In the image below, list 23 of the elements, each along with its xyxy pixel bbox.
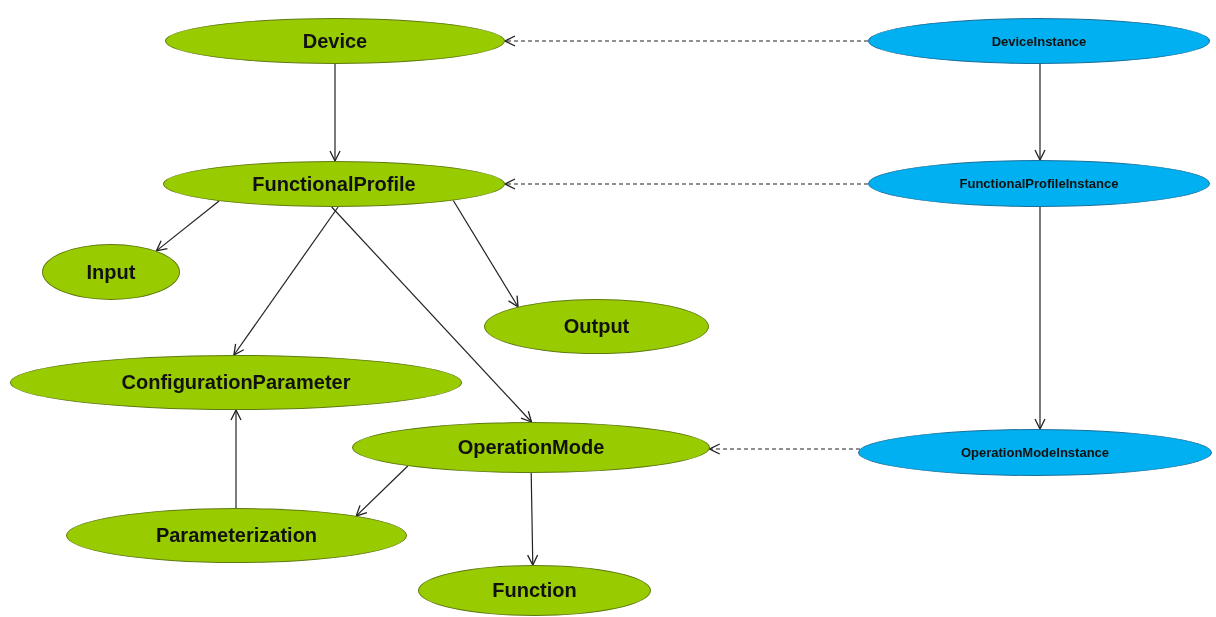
node-label: Parameterization (155, 524, 318, 547)
node-label: Output (563, 315, 630, 338)
node-label: Device (302, 29, 368, 53)
arrow (230, 409, 242, 509)
arrow (329, 63, 341, 162)
arrow (331, 206, 533, 423)
node-label: OperationModeInstance (960, 445, 1110, 460)
arrow (1034, 206, 1046, 430)
node-label: Input (86, 260, 136, 284)
node-label: OperationMode (457, 436, 605, 459)
arrow (527, 472, 539, 566)
arrow (1034, 63, 1046, 161)
node-label: FunctionalProfile (252, 172, 416, 196)
node-label: DeviceInstance (991, 33, 1087, 49)
node-label: Function (492, 579, 577, 602)
dashed-arrow (504, 35, 869, 47)
arrow (233, 206, 339, 356)
arrow (155, 200, 220, 252)
node-label: FunctionalProfileInstance (959, 176, 1119, 191)
arrow (452, 199, 519, 308)
node-label: ConfigurationParameter (121, 371, 351, 394)
dashed-arrow (504, 178, 869, 190)
arrow (355, 465, 409, 517)
